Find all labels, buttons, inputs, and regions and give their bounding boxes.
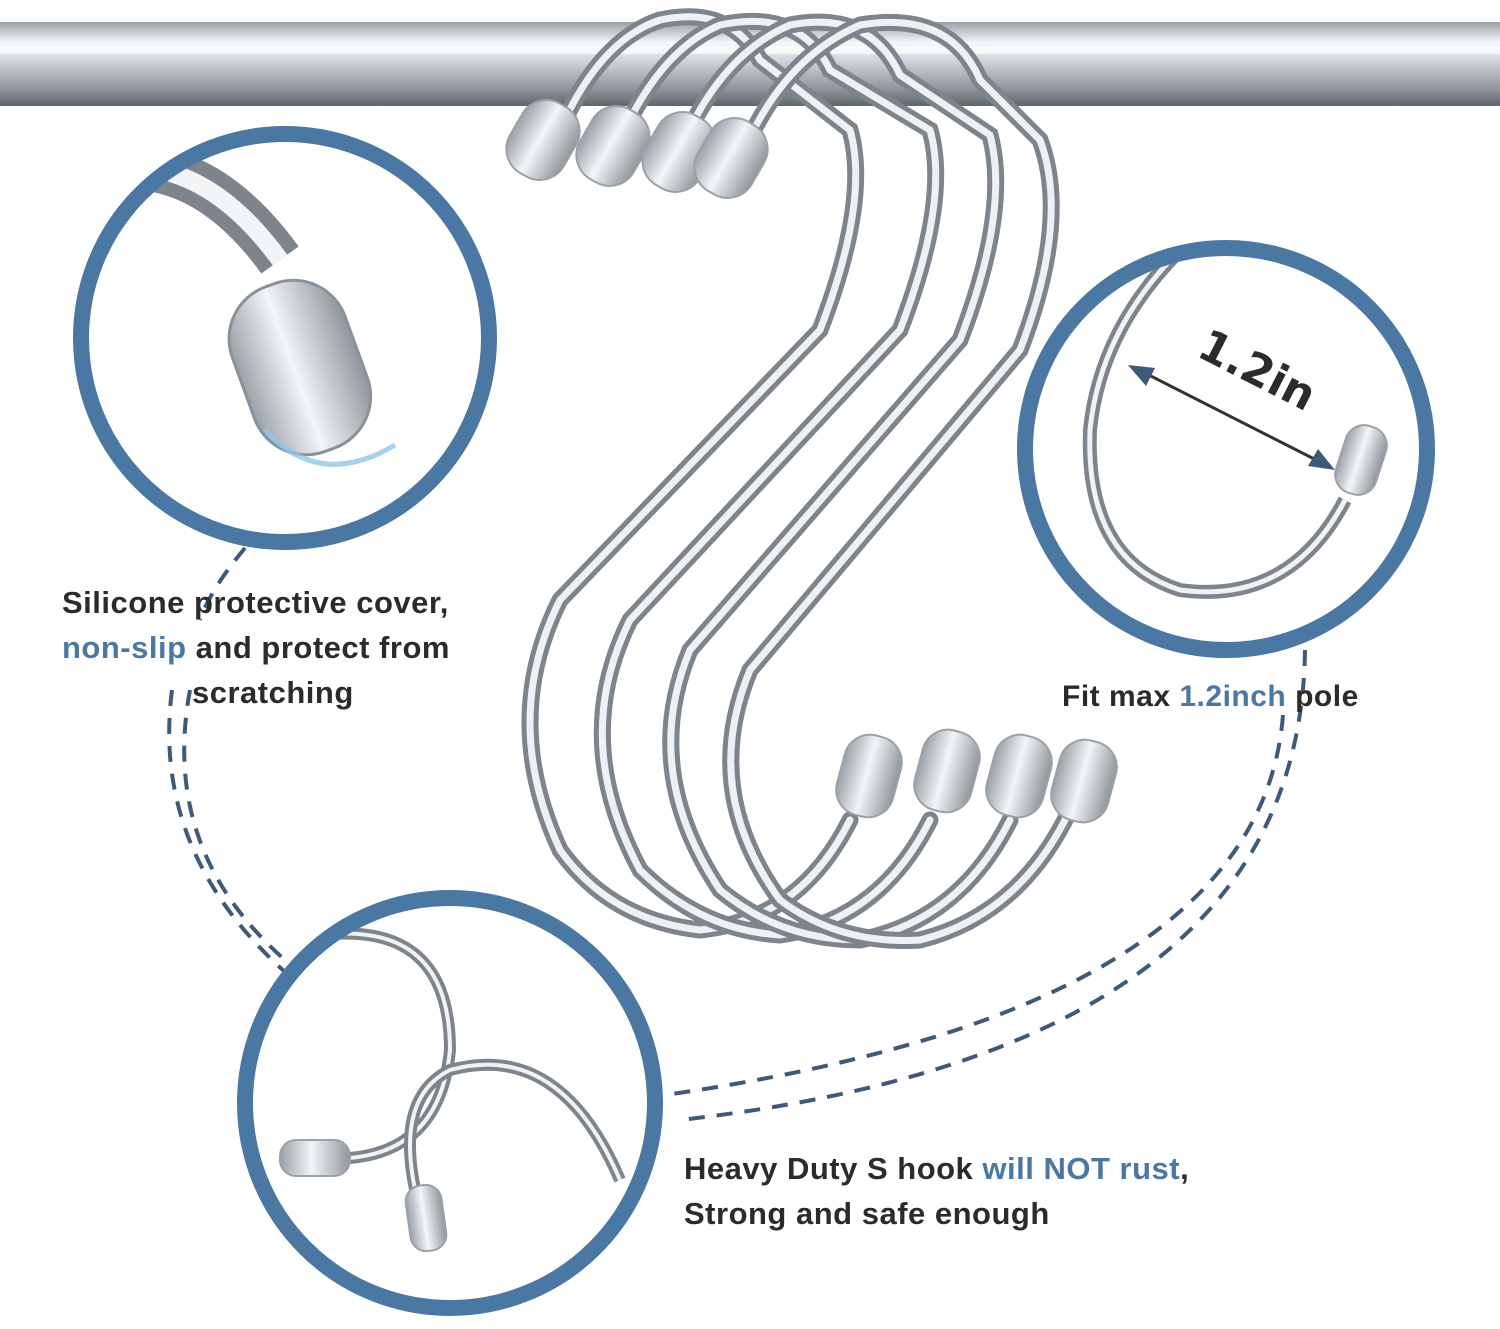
silicone-cap [505,99,581,181]
caption-silicone-cover: Silicone protective cover, non-slip and … [62,580,512,715]
dashed-connector-left-outer [167,689,302,987]
measure-arrow-head-right [1308,449,1335,470]
caption-durability: Heavy Duty S hook will NOT rust, Strong … [684,1146,1384,1236]
caption-durability-prefix: Heavy Duty S hook [684,1151,983,1186]
caption-pole-prefix: Fit max [1062,680,1180,713]
measure-arrow-head-left [1128,365,1155,386]
silicone-cap [835,733,903,819]
caption-durability-line2: Strong and safe enough [684,1196,1050,1231]
silicone-cap [985,733,1053,819]
s-hooks [521,8,1079,949]
caps-bottom [835,728,1118,824]
caps-top [505,99,769,199]
caption-cover-line2: and protect from [186,630,450,665]
detail-circle-pole-size: 1.2in [1017,240,1435,658]
silicone-cap [1050,738,1118,824]
dashed-connectors [167,546,1307,1122]
silicone-cap [693,117,769,199]
silicone-cap [913,728,981,814]
s-hook-4 [722,13,1079,949]
silicone-cap [575,105,651,187]
caption-cover-highlight: non-slip [62,630,187,665]
caption-durability-highlight: will NOT rust [982,1151,1181,1186]
detail-circle-cover [73,126,497,550]
caption-cover-line1: Silicone protective cover, [62,585,449,620]
caption-cover-line3: scratching [192,675,354,710]
dashed-connector-right-outer [679,649,1307,1122]
caption-pole-highlight: 1.2inch [1179,680,1287,713]
measure-arrow-line [1134,366,1329,468]
caption-pole-suffix: pole [1286,680,1359,713]
detail-circle-interlock [237,890,663,1316]
caption-durability-suffix: , [1180,1151,1190,1186]
s-hook-1 [521,8,865,939]
dashed-connector-right [664,714,1285,1097]
caption-pole-size: Fit max 1.2inch pole [1062,674,1482,719]
s-hook-2 [593,12,945,944]
dashed-connector-left [182,546,287,962]
